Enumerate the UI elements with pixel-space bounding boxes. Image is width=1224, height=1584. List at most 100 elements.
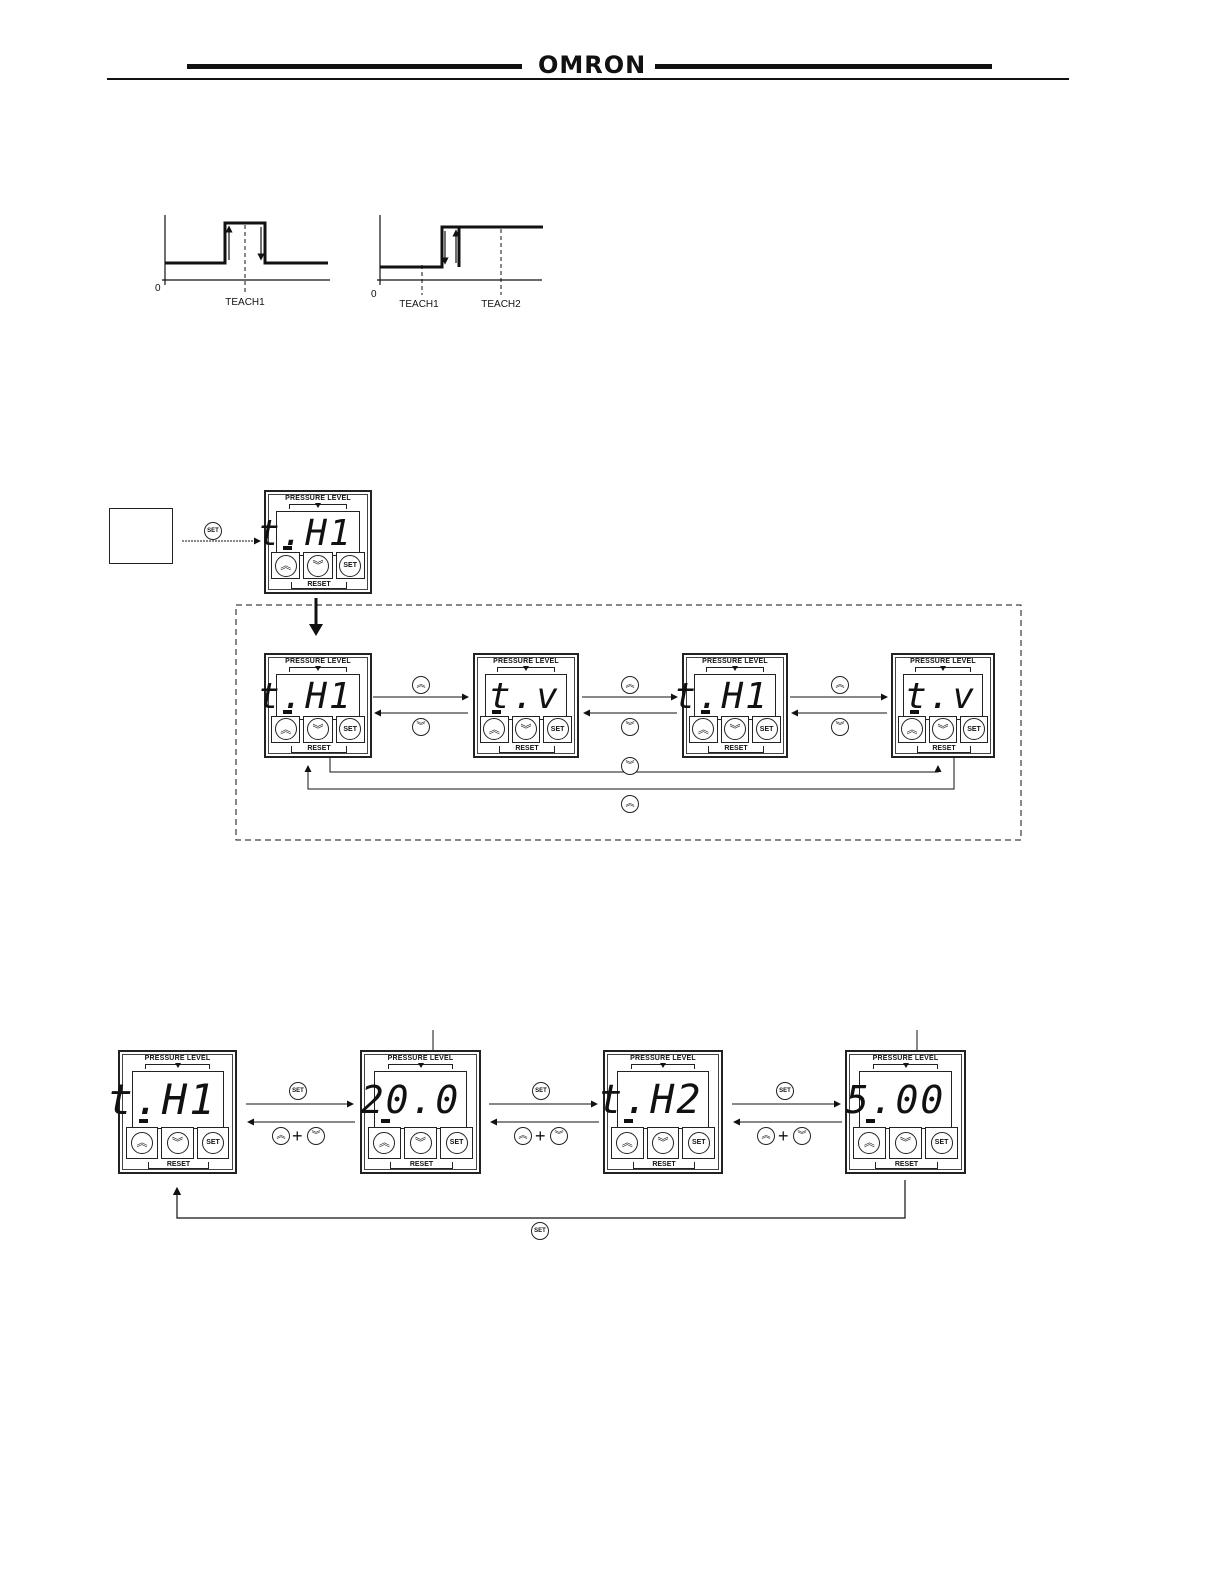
f2-down-key-3[interactable]: ︾	[793, 1127, 811, 1145]
set-button[interactable]: SET	[752, 715, 781, 743]
loop-up-key[interactable]: ︽	[621, 795, 639, 813]
lcd-screen: 20.0	[361, 1071, 468, 1129]
loop-down-key[interactable]: ︾	[621, 757, 639, 775]
level-marker	[417, 1063, 424, 1068]
up-icon: ︽	[858, 1131, 881, 1154]
set-button[interactable]: SET	[440, 1126, 474, 1159]
right-output-curve	[380, 225, 543, 269]
header-bar-right	[655, 64, 992, 69]
lcd-indicator	[283, 546, 293, 550]
flow1-connectors	[182, 537, 1022, 841]
set-icon: SET	[546, 718, 569, 741]
up-button[interactable]: ︽	[898, 715, 926, 743]
lcd-indicator	[623, 1118, 633, 1123]
right-graph: 0 TEACH1 TEACH2	[371, 215, 543, 310]
up-button[interactable]: ︽	[852, 1126, 886, 1159]
output-graphs: 0 TEACH1 0 TEACH1 TEACH2	[155, 215, 543, 310]
down-button[interactable]: ︾	[403, 1126, 438, 1159]
flow1-dashed-frame	[235, 604, 1022, 841]
set-button[interactable]: SET	[925, 1126, 959, 1159]
down-button[interactable]: ︾	[888, 1126, 923, 1159]
reset-label: RESET	[305, 745, 333, 752]
set-button[interactable]: SET	[960, 715, 988, 743]
lcd-screen: t.H2	[598, 1071, 710, 1129]
lcd-indicator	[701, 709, 711, 714]
up-icon: ︽	[274, 718, 297, 741]
p1-p2-up-key[interactable]: ︽	[412, 676, 430, 694]
down-button[interactable]: ︾	[161, 1126, 194, 1159]
set-button[interactable]: SET	[335, 552, 365, 579]
f2-up-key-2[interactable]: ︽	[514, 1127, 532, 1145]
lcd-readout: t.H2	[598, 1076, 703, 1123]
p2-p1-down-key[interactable]: ︾	[412, 718, 430, 736]
set-icon: SET	[687, 1131, 710, 1154]
panel-buttons: ︽ ︾ SET	[610, 1126, 716, 1159]
panel-buttons: ︽ ︾ SET	[898, 715, 988, 743]
lcd-indicator	[283, 709, 293, 714]
set-button[interactable]: SET	[682, 1126, 716, 1159]
reset-label: RESET	[650, 1161, 678, 1168]
up-icon: ︽	[373, 1131, 396, 1154]
reset-bracket: RESET	[875, 1161, 938, 1169]
right-origin-label: 0	[371, 289, 377, 300]
up-icon: ︽	[616, 1131, 639, 1154]
f2-return-set-key[interactable]: SET	[531, 1222, 549, 1240]
down-button[interactable]: ︾	[303, 552, 333, 579]
f2-up-key-3[interactable]: ︽	[757, 1127, 775, 1145]
f2-set-key-3[interactable]: SET	[776, 1082, 794, 1100]
down-icon: ︾	[409, 1131, 432, 1154]
reset-bracket: RESET	[708, 745, 764, 753]
down-button[interactable]: ︾	[303, 715, 333, 743]
entry-set-key[interactable]: SET	[204, 522, 222, 540]
down-button[interactable]: ︾	[511, 715, 541, 743]
reset-bracket: RESET	[917, 745, 971, 753]
sensor-panel-f2-1: PRESSURE LEVEL t.H1 ︽ ︾ SET RESET	[107, 1050, 237, 1174]
panel-buttons: ︽ ︾ SET	[480, 715, 572, 743]
f2-up-key-1[interactable]: ︽	[272, 1127, 290, 1145]
panel-label: PRESSURE LEVEL	[387, 1055, 454, 1062]
reset-label: RESET	[722, 745, 750, 752]
down-button[interactable]: ︾	[720, 715, 750, 743]
f2-down-key-1[interactable]: ︾	[307, 1127, 325, 1145]
down-button[interactable]: ︾	[929, 715, 957, 743]
f2-set-key-2[interactable]: SET	[532, 1082, 550, 1100]
up-icon: ︽	[483, 718, 506, 741]
reset-bracket: RESET	[390, 1161, 453, 1169]
down-button[interactable]: ︾	[646, 1126, 680, 1159]
lcd-readout: t.H1	[107, 1075, 217, 1125]
up-icon: ︽	[274, 554, 297, 577]
p2-p3-up-key[interactable]: ︽	[621, 676, 639, 694]
lcd-readout: t.H1	[257, 676, 353, 718]
panel-buttons: ︽ ︾ SET	[689, 715, 781, 743]
f2-down-key-2[interactable]: ︾	[550, 1127, 568, 1145]
f2-set-key-1[interactable]: SET	[289, 1082, 307, 1100]
start-box	[109, 508, 173, 564]
up-button[interactable]: ︽	[367, 1126, 401, 1159]
sensor-panel-f2-2: PRESSURE LEVEL 20.0 ︽ ︾ SET RESET	[360, 1050, 481, 1174]
set-button[interactable]: SET	[196, 1126, 230, 1159]
sensor-panel-f1-4: PRESSURE LEVEL t.v ︽ ︾ SET RESET	[891, 653, 995, 758]
level-marker	[174, 1063, 181, 1068]
f2-plus-3: +	[778, 1126, 789, 1146]
up-button[interactable]: ︽	[480, 715, 509, 743]
panel-buttons: ︽ ︾ SET	[367, 1126, 474, 1159]
p4-p3-down-key[interactable]: ︾	[831, 718, 849, 736]
up-button[interactable]: ︽	[271, 552, 301, 579]
panel-buttons: ︽ ︾ SET	[125, 1126, 230, 1159]
header-bar-left	[187, 64, 522, 69]
p3-p4-up-key[interactable]: ︽	[831, 676, 849, 694]
down-icon: ︾	[894, 1131, 917, 1154]
up-button[interactable]: ︽	[689, 715, 718, 743]
up-button[interactable]: ︽	[125, 1126, 159, 1159]
lcd-readout: 5.00	[845, 1077, 946, 1122]
sensor-panel-f2-4: PRESSURE LEVEL 5.00 ︽ ︾ SET RESET	[845, 1050, 966, 1174]
f2-plus-1: +	[292, 1126, 303, 1146]
lcd-readout: t.v	[488, 676, 560, 718]
down-icon: ︾	[651, 1131, 674, 1154]
up-button[interactable]: ︽	[610, 1126, 644, 1159]
set-button[interactable]: SET	[335, 715, 365, 743]
p3-p2-down-key[interactable]: ︾	[621, 718, 639, 736]
set-button[interactable]: SET	[543, 715, 572, 743]
up-button[interactable]: ︽	[271, 715, 301, 743]
header-rule	[107, 78, 1069, 80]
